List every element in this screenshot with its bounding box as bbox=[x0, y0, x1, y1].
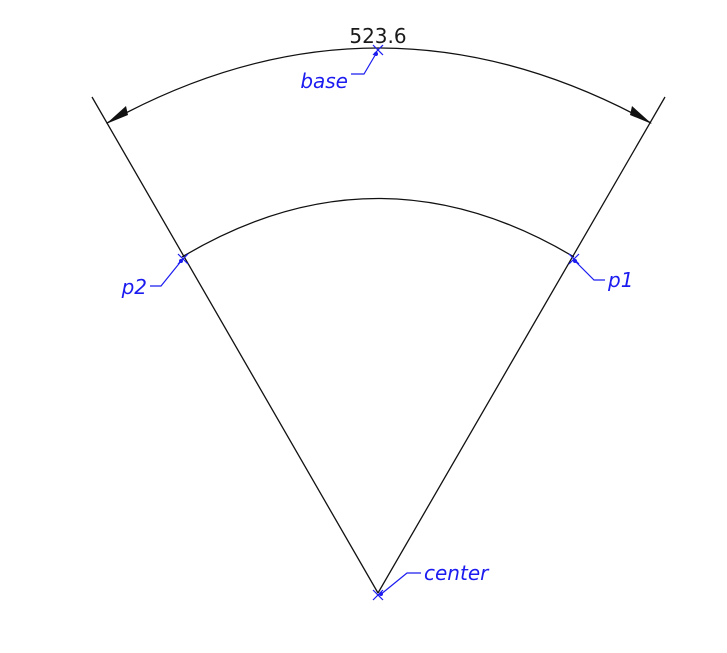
p1-leader-dot bbox=[573, 259, 577, 263]
p1-leader bbox=[573, 259, 605, 281]
dimension-value: 523.6 bbox=[349, 24, 406, 48]
dimension-arrow-left bbox=[106, 106, 128, 124]
base-leader-dot bbox=[374, 52, 378, 56]
center-point-marker bbox=[372, 589, 384, 601]
p2-label: p2 bbox=[121, 275, 147, 299]
center-leader bbox=[379, 572, 421, 596]
measured-arc bbox=[181, 197, 575, 258]
radius-line-right bbox=[377, 96, 666, 594]
p2-leader-dot bbox=[179, 259, 183, 263]
center-leader-dot bbox=[379, 592, 383, 596]
p1-point-marker bbox=[568, 253, 580, 265]
base-leader bbox=[351, 51, 378, 75]
center-label: center bbox=[424, 561, 490, 585]
radius-line-left bbox=[91, 96, 379, 594]
p1-label: p1 bbox=[607, 268, 633, 292]
base-label: base bbox=[300, 69, 348, 93]
p2-leader bbox=[150, 259, 183, 287]
dimension-arc bbox=[106, 47, 652, 124]
dimension-arrow-right bbox=[630, 106, 652, 124]
